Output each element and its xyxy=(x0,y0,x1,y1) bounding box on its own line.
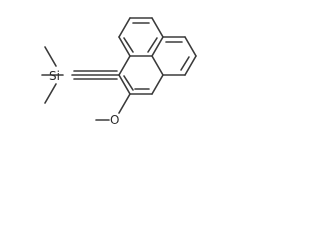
bond xyxy=(118,93,131,114)
methoxy-group: O xyxy=(95,93,131,127)
double-bond-inner xyxy=(123,37,134,53)
double-bond-inner xyxy=(147,37,158,53)
bond xyxy=(118,74,131,95)
bond xyxy=(184,36,197,57)
bond xyxy=(44,46,57,67)
bond xyxy=(151,36,164,57)
bond xyxy=(118,55,131,76)
triple-bond xyxy=(71,70,120,80)
bond xyxy=(151,74,164,95)
silicon-label: Si xyxy=(49,69,60,83)
molecule-drawing: Si O xyxy=(41,17,197,127)
double-bond-inner xyxy=(123,75,134,91)
bond xyxy=(151,55,164,76)
bond xyxy=(44,83,57,104)
bond xyxy=(118,36,131,57)
substituted-ring xyxy=(118,55,164,95)
structure-canvas: Si O xyxy=(0,0,203,140)
double-bond-inner xyxy=(180,56,190,71)
trimethylsilyl-group: Si xyxy=(41,46,64,104)
naphthalene-right-ring xyxy=(151,36,197,76)
oxygen-label: O xyxy=(110,113,119,127)
naphthalene-left-ring xyxy=(118,17,164,57)
bond xyxy=(184,55,197,76)
bond xyxy=(118,17,131,38)
bond xyxy=(151,17,164,38)
